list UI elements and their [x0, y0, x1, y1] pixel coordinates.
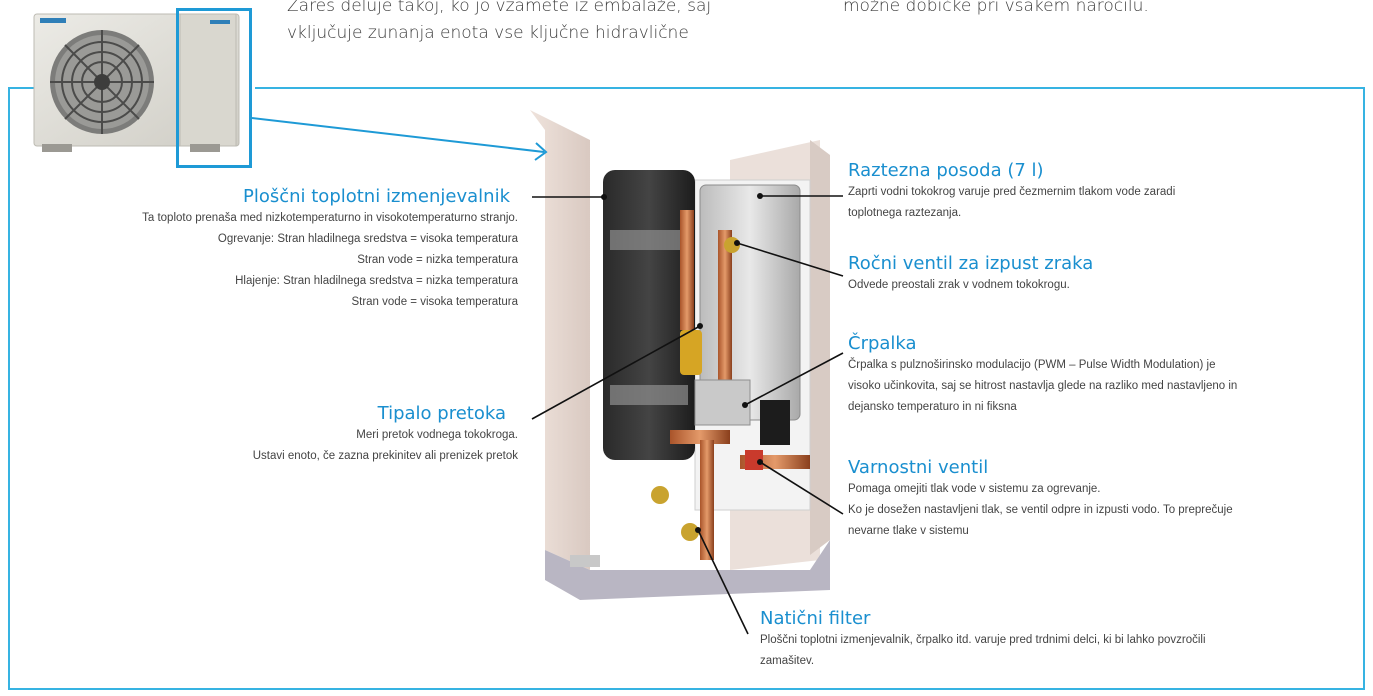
callout-title: Natični filter: [760, 608, 871, 629]
callout-line: Odvede preostali zrak v vodnem tokokrogu…: [848, 279, 1070, 291]
callout-line: dejansko temperaturo in ni fiksna: [848, 401, 1017, 413]
callout-line: Črpalka s pulznoširinsko modulacijo (PWM…: [848, 359, 1216, 371]
callout-title: Ploščni toplotni izmenjevalnik: [242, 186, 510, 207]
callout-pump: Črpalka Črpalka s pulznoširinsko modulac…: [848, 333, 1237, 418]
callout-strainer: Natični filter Ploščni toplotni izmenjev…: [760, 608, 1206, 672]
callout-description: Zaprti vodni tokokrog varuje pred čezmer…: [848, 182, 1175, 224]
callout-description: Ta toploto prenaša med nizkotemperaturno…: [142, 208, 518, 313]
callout-description: Črpalka s pulznoširinsko modulacijo (PWM…: [848, 355, 1237, 418]
intro-right-line-1: možne dobičke pri vsakem naročilu.: [843, 0, 1149, 16]
callout-line: Stran vode = visoka temperatura: [351, 296, 518, 308]
callout-description: Pomaga omejiti tlak vode v sistemu za og…: [848, 479, 1233, 542]
intro-left-line-2: vključuje zunanja enota vse ključne hidr…: [287, 23, 689, 43]
zoom-highlight-box: [176, 8, 252, 168]
callout-description: Ploščni toplotni izmenjevalnik, črpalko …: [760, 630, 1206, 672]
callout-plate-heat-exchanger: Ploščni toplotni izmenjevalnik Ta toplot…: [142, 186, 518, 313]
outdoor-unit-image: [33, 13, 240, 152]
callout-line: zamašitev.: [760, 655, 815, 667]
callout-line: Ko je dosežen nastavljeni tlak, se venti…: [848, 504, 1233, 516]
intro-text-left: Zares deluje takoj, ko jo vzamete iz emb…: [287, 0, 711, 47]
intro-left-line-1: Zares deluje takoj, ko jo vzamete iz emb…: [287, 0, 712, 16]
callout-line: nevarne tlake v sistemu: [848, 525, 969, 537]
callout-line: Zaprti vodni tokokrog varuje pred čezmer…: [848, 186, 1176, 198]
callout-title: Tipalo pretoka: [377, 403, 506, 424]
callout-line: Ploščni toplotni izmenjevalnik, črpalko …: [760, 634, 1206, 646]
callout-expansion-vessel: Raztezna posoda (7 l) Zaprti vodni tokok…: [848, 160, 1175, 224]
callout-line: Stran vode = nizka temperatura: [357, 254, 518, 266]
callout-title: Črpalka: [848, 333, 917, 354]
callout-description: Meri pretok vodnega tokokroga. Ustavi en…: [253, 425, 518, 467]
intro-text-right: možne dobičke pri vsakem naročilu.: [843, 0, 1149, 20]
panel-top-border-left: [8, 87, 34, 89]
detail-panel-frame: [8, 87, 1365, 690]
callout-line: Hlajenje: Stran hladilnega sredstva = ni…: [235, 275, 518, 287]
callout-line: Pomaga omejiti tlak vode v sistemu za og…: [848, 483, 1101, 495]
callout-safety-valve: Varnostni ventil Pomaga omejiti tlak vod…: [848, 457, 1233, 542]
callout-flow-sensor: Tipalo pretoka Meri pretok vodnega tokok…: [253, 403, 518, 467]
callout-line: Ogrevanje: Stran hladilnega sredstva = v…: [217, 233, 518, 245]
callout-air-vent: Ročni ventil za izpust zraka Odvede preo…: [848, 253, 1093, 296]
hydraulic-module-cutaway-image: [530, 110, 830, 600]
callout-line: toplotnega raztezanja.: [848, 207, 962, 219]
callout-title: Varnostni ventil: [848, 457, 989, 478]
panel-top-border-right: [255, 87, 1365, 89]
callout-line: visoko učinkovita, saj se hitrost nastav…: [848, 380, 1238, 392]
callout-title: Ročni ventil za izpust zraka: [848, 253, 1094, 274]
callout-line: Ta toploto prenaša med nizkotemperaturno…: [142, 212, 518, 224]
callout-line: Ustavi enoto, če zazna prekinitev ali pr…: [252, 450, 518, 462]
callout-line: Meri pretok vodnega tokokroga.: [356, 429, 518, 441]
callout-title: Raztezna posoda (7 l): [848, 160, 1044, 181]
callout-description: Odvede preostali zrak v vodnem tokokrogu…: [848, 275, 1093, 296]
